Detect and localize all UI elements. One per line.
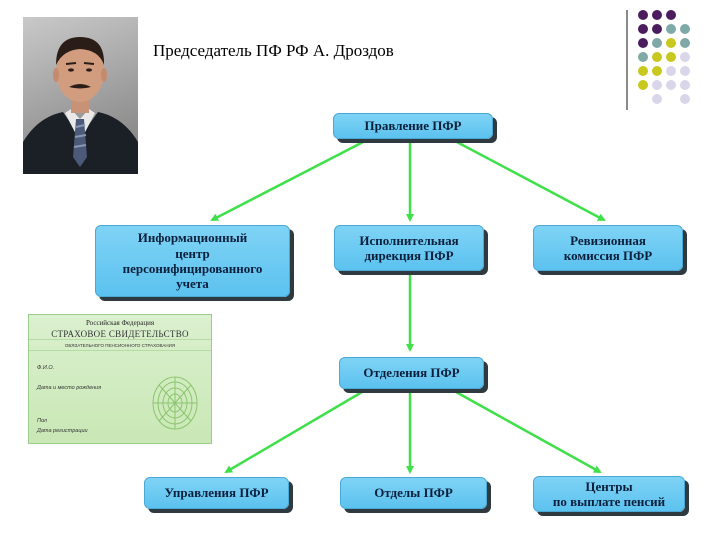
org-label-info-line2: центр xyxy=(175,245,210,261)
org-label-board: Правление ПФР xyxy=(364,118,462,134)
org-label-departments: Отделы ПФР xyxy=(374,485,453,501)
decorative-dot xyxy=(638,38,648,48)
decorative-dot xyxy=(680,52,690,62)
org-box-departments: Отделы ПФР xyxy=(340,477,487,509)
org-box-pension-centers: Центры по выплате пенсий xyxy=(533,476,685,512)
org-label-info-line4: учета xyxy=(176,276,209,292)
decorative-dot xyxy=(680,24,690,34)
chairman-caption: Председатель ПФ РФ А. Дроздов xyxy=(153,41,394,60)
org-label-administrations: Управления ПФР xyxy=(164,485,269,501)
connector-board-info xyxy=(210,139,366,222)
decorative-dot xyxy=(652,52,662,62)
certificate-rosette-icon xyxy=(152,376,198,430)
decorative-dot xyxy=(652,38,662,48)
decorative-dot xyxy=(652,66,662,76)
decorative-dot xyxy=(666,80,676,90)
org-label-centers-line2: по выплате пенсий xyxy=(552,494,666,509)
decorative-dot xyxy=(652,10,662,20)
divider-line xyxy=(626,10,628,110)
org-box-audit-commission: Ревизионная комиссия ПФР xyxy=(533,225,683,271)
portrait-photo xyxy=(23,17,138,174)
decorative-dot xyxy=(652,80,662,90)
decorative-dot xyxy=(666,52,676,62)
org-label-audit-line1: Ревизионная xyxy=(570,232,646,248)
decorative-dot xyxy=(666,24,676,34)
org-label-exec-line2: дирекция ПФР xyxy=(364,248,454,263)
org-label-info-line3: персонифицированного xyxy=(122,261,263,276)
certificate-field-name: Ф.И.О. xyxy=(37,365,55,371)
decorative-dot xyxy=(638,24,648,34)
insurance-certificate-image: Российская Федерация СТРАХОВОЕ СВИДЕТЕЛЬ… xyxy=(28,314,212,444)
certificate-country: Российская Федерация xyxy=(85,319,155,327)
org-box-info-center: Информационный центр персонифицированног… xyxy=(95,225,290,297)
connector-board-audit xyxy=(454,139,606,222)
decorative-dot xyxy=(666,66,676,76)
decorative-dot xyxy=(638,10,648,20)
org-label-centers-line1: Центры xyxy=(585,478,633,494)
org-label-audit-line2: комиссия ПФР xyxy=(563,248,653,263)
decorative-dot xyxy=(638,66,648,76)
org-box-administrations: Управления ПФР xyxy=(144,477,289,509)
decorative-dot xyxy=(680,80,690,90)
decorative-dot xyxy=(666,10,676,20)
decorative-dot xyxy=(638,80,648,90)
decorative-dot xyxy=(666,38,676,48)
org-label-info-line1: Информационный xyxy=(137,230,248,246)
org-box-exec-directorate: Исполнительная дирекция ПФР xyxy=(334,225,484,271)
certificate-field-birth: Дата и место рождения xyxy=(37,385,102,391)
certificate-field-sex: Пол xyxy=(37,418,48,424)
decorative-dot xyxy=(638,52,648,62)
decorative-dot xyxy=(680,66,690,76)
decorative-dot-grid xyxy=(638,10,698,114)
decorative-dot xyxy=(652,94,662,104)
org-box-branches: Отделения ПФР xyxy=(339,357,484,389)
org-label-exec-line1: Исполнительная xyxy=(359,232,459,248)
decorative-dot xyxy=(652,24,662,34)
decorative-dot xyxy=(680,94,690,104)
connector-branches-centers xyxy=(455,390,602,474)
certificate-field-reg: Дата регистрации xyxy=(37,428,88,434)
org-label-branches: Отделения ПФР xyxy=(363,365,460,381)
connector-branches-admin xyxy=(224,390,363,474)
certificate-subtitle: ОБЯЗАТЕЛЬНОГО ПЕНСИОННОГО СТРАХОВАНИЯ xyxy=(64,343,176,348)
decorative-dot xyxy=(680,38,690,48)
certificate-title: СТРАХОВОЕ СВИДЕТЕЛЬСТВО xyxy=(51,329,189,339)
org-box-board: Правление ПФР xyxy=(333,113,493,139)
